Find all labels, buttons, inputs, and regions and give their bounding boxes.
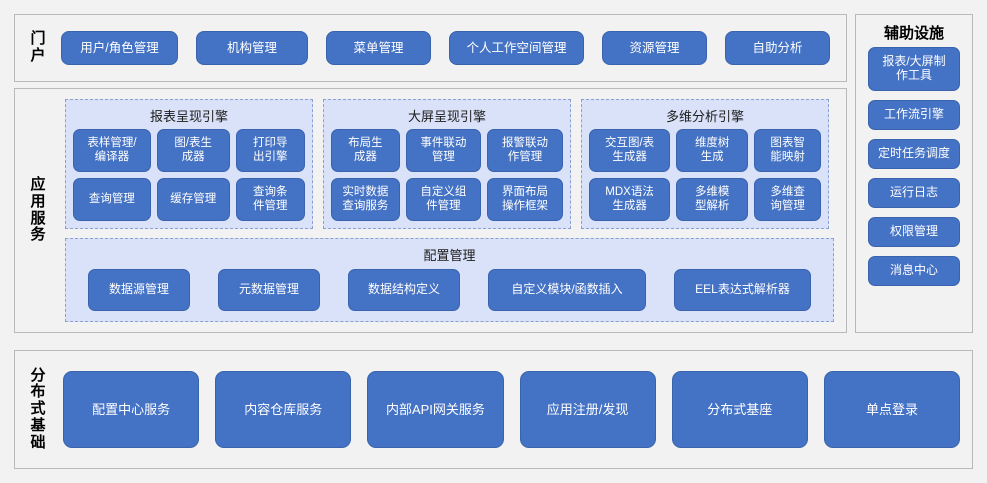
engine-3-node-6[interactable]: 多维查 询管理: [754, 178, 821, 221]
engine-2-node-4[interactable]: 实时数据 查询服务: [331, 178, 400, 221]
engine-2-node-2[interactable]: 事件联动 管理: [405, 129, 482, 172]
aux-item-6[interactable]: 消息中心: [868, 256, 960, 286]
portal-item-2[interactable]: 机构管理: [196, 31, 308, 65]
distributed-base-section: 分布式基础 配置中心服务内容仓库服务内部API网关服务应用注册/发现分布式基座单…: [14, 350, 973, 469]
engine-node-row: 查询管理缓存管理查询条 件管理: [73, 178, 305, 221]
engine-1-node-4[interactable]: 查询管理: [73, 178, 151, 221]
engine-3-node-2[interactable]: 维度树 生成: [676, 129, 749, 172]
aux-item-3[interactable]: 定时任务调度: [868, 139, 960, 169]
aux-facilities-section: 辅助设施 报表/大屏制 作工具工作流引擎定时任务调度运行日志权限管理消息中心: [855, 14, 973, 333]
engine-2-node-6[interactable]: 界面布局 操作框架: [487, 178, 564, 221]
engine-node-row: 实时数据 查询服务自定义组 件管理界面布局 操作框架: [331, 178, 564, 221]
engine-panel-1: 报表呈现引擎表样管理/ 编译器图/表生 成器打印导 出引擎查询管理缓存管理查询条…: [65, 99, 313, 229]
distributed-base-label-char: 布: [30, 383, 46, 401]
engine-3-node-1[interactable]: 交互图/表 生成器: [589, 129, 671, 172]
engine-panel-2: 大屏呈现引擎布局生 成器事件联动 管理报警联动 作管理实时数据 查询服务自定义组…: [323, 99, 571, 229]
aux-facilities-title: 辅助设施: [883, 25, 944, 42]
distributed-base-section-label: 分布式基础: [15, 351, 61, 468]
portal-item-4[interactable]: 个人工作空间管理: [449, 31, 584, 65]
engine-2-node-1[interactable]: 布局生 成器: [331, 129, 400, 172]
config-management-title: 配置管理: [423, 248, 476, 263]
distributed-base-item-5[interactable]: 分布式基座: [671, 371, 808, 448]
distributed-base-item-6[interactable]: 单点登录: [823, 371, 961, 448]
engine-3-node-4[interactable]: MDX语法 生成器: [589, 178, 671, 221]
app-services-label-char: 服: [30, 209, 46, 227]
distributed-base-label-char: 础: [30, 433, 46, 451]
distributed-base-item-list: 配置中心服务内容仓库服务内部API网关服务应用注册/发现分布式基座单点登录: [61, 351, 972, 468]
portal-item-6[interactable]: 自助分析: [725, 31, 830, 65]
portal-label-char: 门: [30, 30, 46, 48]
engine-panel-title: 大屏呈现引擎: [407, 109, 486, 124]
portal-item-3[interactable]: 菜单管理: [326, 31, 431, 65]
config-management-panel: 配置管理 数据源管理元数据管理数据结构定义自定义模块/函数插入 EEL表达式解析器: [65, 238, 834, 322]
engine-node-grid: 交互图/表 生成器维度树 生成图表智 能映射 MDX语法 生成器多维模 型解析多维…: [589, 129, 821, 221]
distributed-base-label-char: 式: [30, 400, 46, 418]
engine-2-node-3[interactable]: 报警联动 作管理: [487, 129, 564, 172]
app-services-section: 应用服务 报表呈现引擎表样管理/ 编译器图/表生 成器打印导 出引擎查询管理缓存…: [14, 88, 847, 333]
engine-node-row: 表样管理/ 编译器图/表生 成器打印导 出引擎: [73, 129, 305, 172]
portal-item-5[interactable]: 资源管理: [602, 31, 707, 65]
engine-node-row: MDX语法 生成器多维模 型解析多维查 询管理: [589, 178, 821, 221]
aux-item-2[interactable]: 工作流引擎: [868, 100, 960, 130]
config-item-4[interactable]: 自定义模块/函数插入: [488, 269, 646, 311]
app-services-body: 报表呈现引擎表样管理/ 编译器图/表生 成器打印导 出引擎查询管理缓存管理查询条…: [61, 89, 846, 332]
engine-panel-3: 多维分析引擎交互图/表 生成器维度树 生成图表智 能映射 MDX语法 生成器多维模…: [581, 99, 829, 229]
distributed-base-label-char: 分: [30, 366, 46, 384]
distributed-base-item-2[interactable]: 内容仓库服务: [215, 371, 352, 448]
distributed-base-item-3[interactable]: 内部API网关服务: [367, 371, 504, 448]
config-item-list: 数据源管理元数据管理数据结构定义自定义模块/函数插入 EEL表达式解析器: [74, 269, 825, 313]
aux-item-4[interactable]: 运行日志: [868, 178, 960, 208]
app-services-label-char: 应: [30, 175, 46, 193]
config-item-5[interactable]: EEL表达式解析器: [674, 269, 811, 311]
engine-1-node-2[interactable]: 图/表生 成器: [156, 129, 230, 172]
distributed-base-label-char: 基: [30, 416, 46, 434]
config-item-1[interactable]: 数据源管理: [88, 269, 190, 311]
app-services-section-label: 应用服务: [15, 89, 61, 332]
app-services-label-char: 务: [30, 226, 46, 244]
engine-node-grid: 布局生 成器事件联动 管理报警联动 作管理实时数据 查询服务自定义组 件管理界面…: [331, 129, 564, 221]
portal-item-1[interactable]: 用户/角色管理: [61, 31, 178, 65]
engine-1-node-1[interactable]: 表样管理/ 编译器: [73, 129, 151, 172]
engine-1-node-3[interactable]: 打印导 出引擎: [235, 129, 305, 172]
portal-item-list: 用户/角色管理机构管理菜单管理个人工作空间管理资源管理自助分析: [61, 15, 846, 81]
portal-label-char: 户: [30, 47, 46, 64]
engine-panel-title: 多维分析引擎: [665, 109, 744, 124]
portal-section-label: 门户: [15, 15, 61, 81]
aux-item-1[interactable]: 报表/大屏制 作工具: [868, 47, 960, 91]
app-services-label-char: 用: [30, 192, 46, 210]
distributed-base-item-1[interactable]: 配置中心服务: [63, 371, 200, 448]
engine-panel-list: 报表呈现引擎表样管理/ 编译器图/表生 成器打印导 出引擎查询管理缓存管理查询条…: [65, 99, 834, 229]
aux-item-list: 报表/大屏制 作工具工作流引擎定时任务调度运行日志权限管理消息中心: [868, 47, 960, 292]
engine-1-node-5[interactable]: 缓存管理: [156, 178, 230, 221]
engine-3-node-3[interactable]: 图表智 能映射: [754, 129, 821, 172]
engine-node-row: 交互图/表 生成器维度树 生成图表智 能映射: [589, 129, 821, 172]
engine-2-node-5[interactable]: 自定义组 件管理: [405, 178, 482, 221]
portal-section: 门户 用户/角色管理机构管理菜单管理个人工作空间管理资源管理自助分析: [14, 14, 847, 82]
config-item-3[interactable]: 数据结构定义: [348, 269, 460, 311]
distributed-base-item-4[interactable]: 应用注册/发现: [519, 371, 656, 448]
config-item-2[interactable]: 元数据管理: [218, 269, 320, 311]
engine-node-grid: 表样管理/ 编译器图/表生 成器打印导 出引擎查询管理缓存管理查询条 件管理: [73, 129, 305, 221]
engine-1-node-6[interactable]: 查询条 件管理: [235, 178, 305, 221]
engine-panel-title: 报表呈现引擎: [149, 109, 228, 124]
engine-node-row: 布局生 成器事件联动 管理报警联动 作管理: [331, 129, 564, 172]
aux-item-5[interactable]: 权限管理: [868, 217, 960, 247]
engine-3-node-5[interactable]: 多维模 型解析: [676, 178, 749, 221]
